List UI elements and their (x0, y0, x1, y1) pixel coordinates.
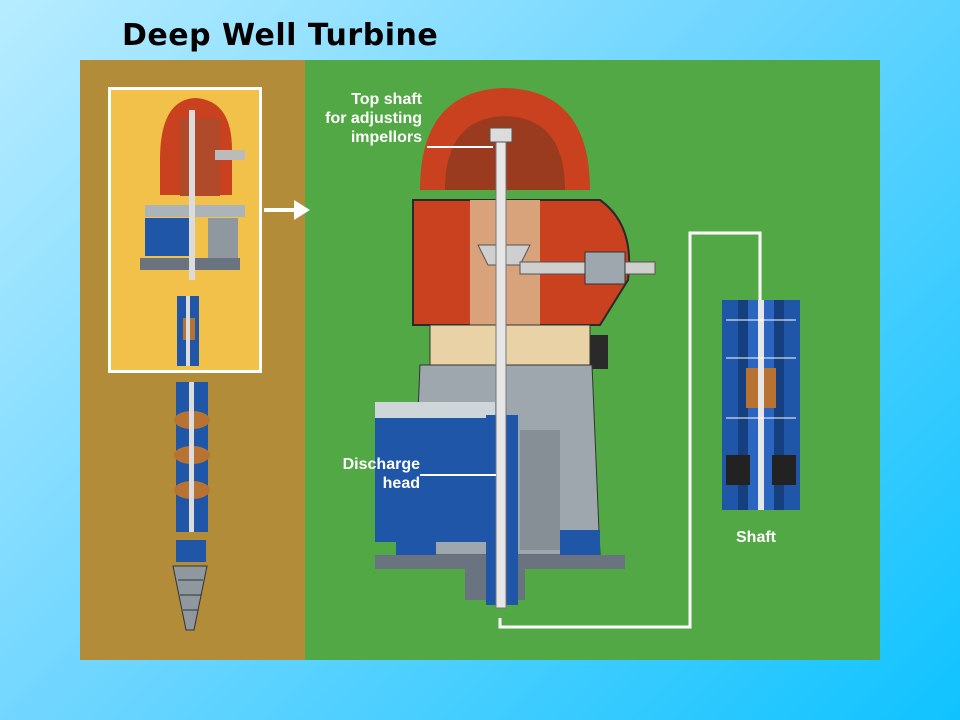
discharge-head-label-line-1: Discharge (342, 456, 420, 473)
main-pump-cutaway (375, 88, 656, 609)
pump-string-illustration (172, 382, 210, 631)
discharge-head-label-line-2: head (382, 475, 420, 492)
thumbnail-pump-illustration (140, 98, 245, 366)
top-shaft-label-line-2: for adjusting (325, 110, 422, 127)
top-shaft-label-line-3: impellors (350, 129, 422, 146)
zoom-arrow (264, 200, 310, 220)
shaft-connector-line (498, 231, 762, 629)
top-shaft-label: Top shaft for adjusting impellors (325, 90, 422, 147)
discharge-head-label: Discharge head (343, 455, 420, 493)
page-title: Deep Well Turbine (122, 18, 439, 53)
shaft-label: Shaft (736, 529, 776, 546)
shaft-detail-illustration (722, 300, 800, 510)
top-shaft-label-line-1: Top shaft (351, 91, 422, 108)
leader-lines (420, 146, 496, 476)
